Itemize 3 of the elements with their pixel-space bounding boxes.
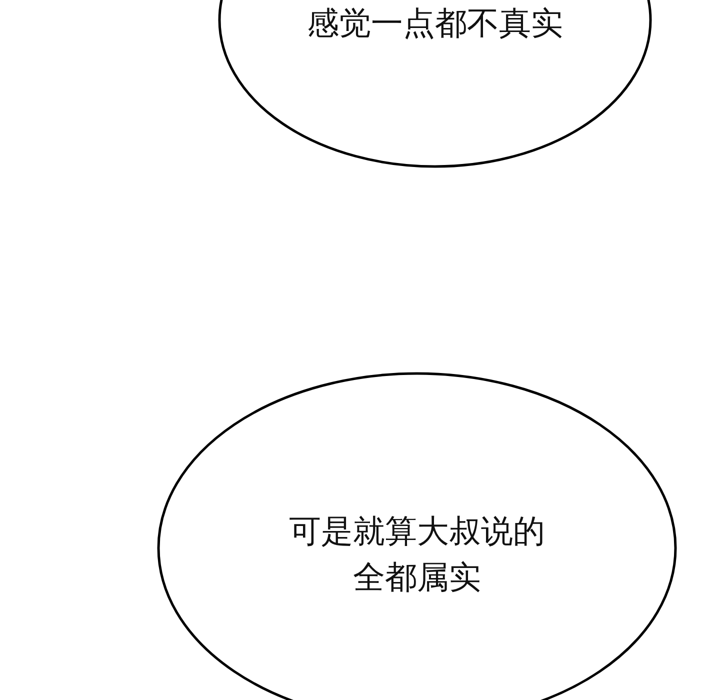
- dialogue-text: 感觉一点都不真实: [306, 3, 564, 44]
- dialogue-text: 可是就算大叔说的全都属实: [288, 511, 546, 598]
- speech-bubble: [157, 372, 677, 700]
